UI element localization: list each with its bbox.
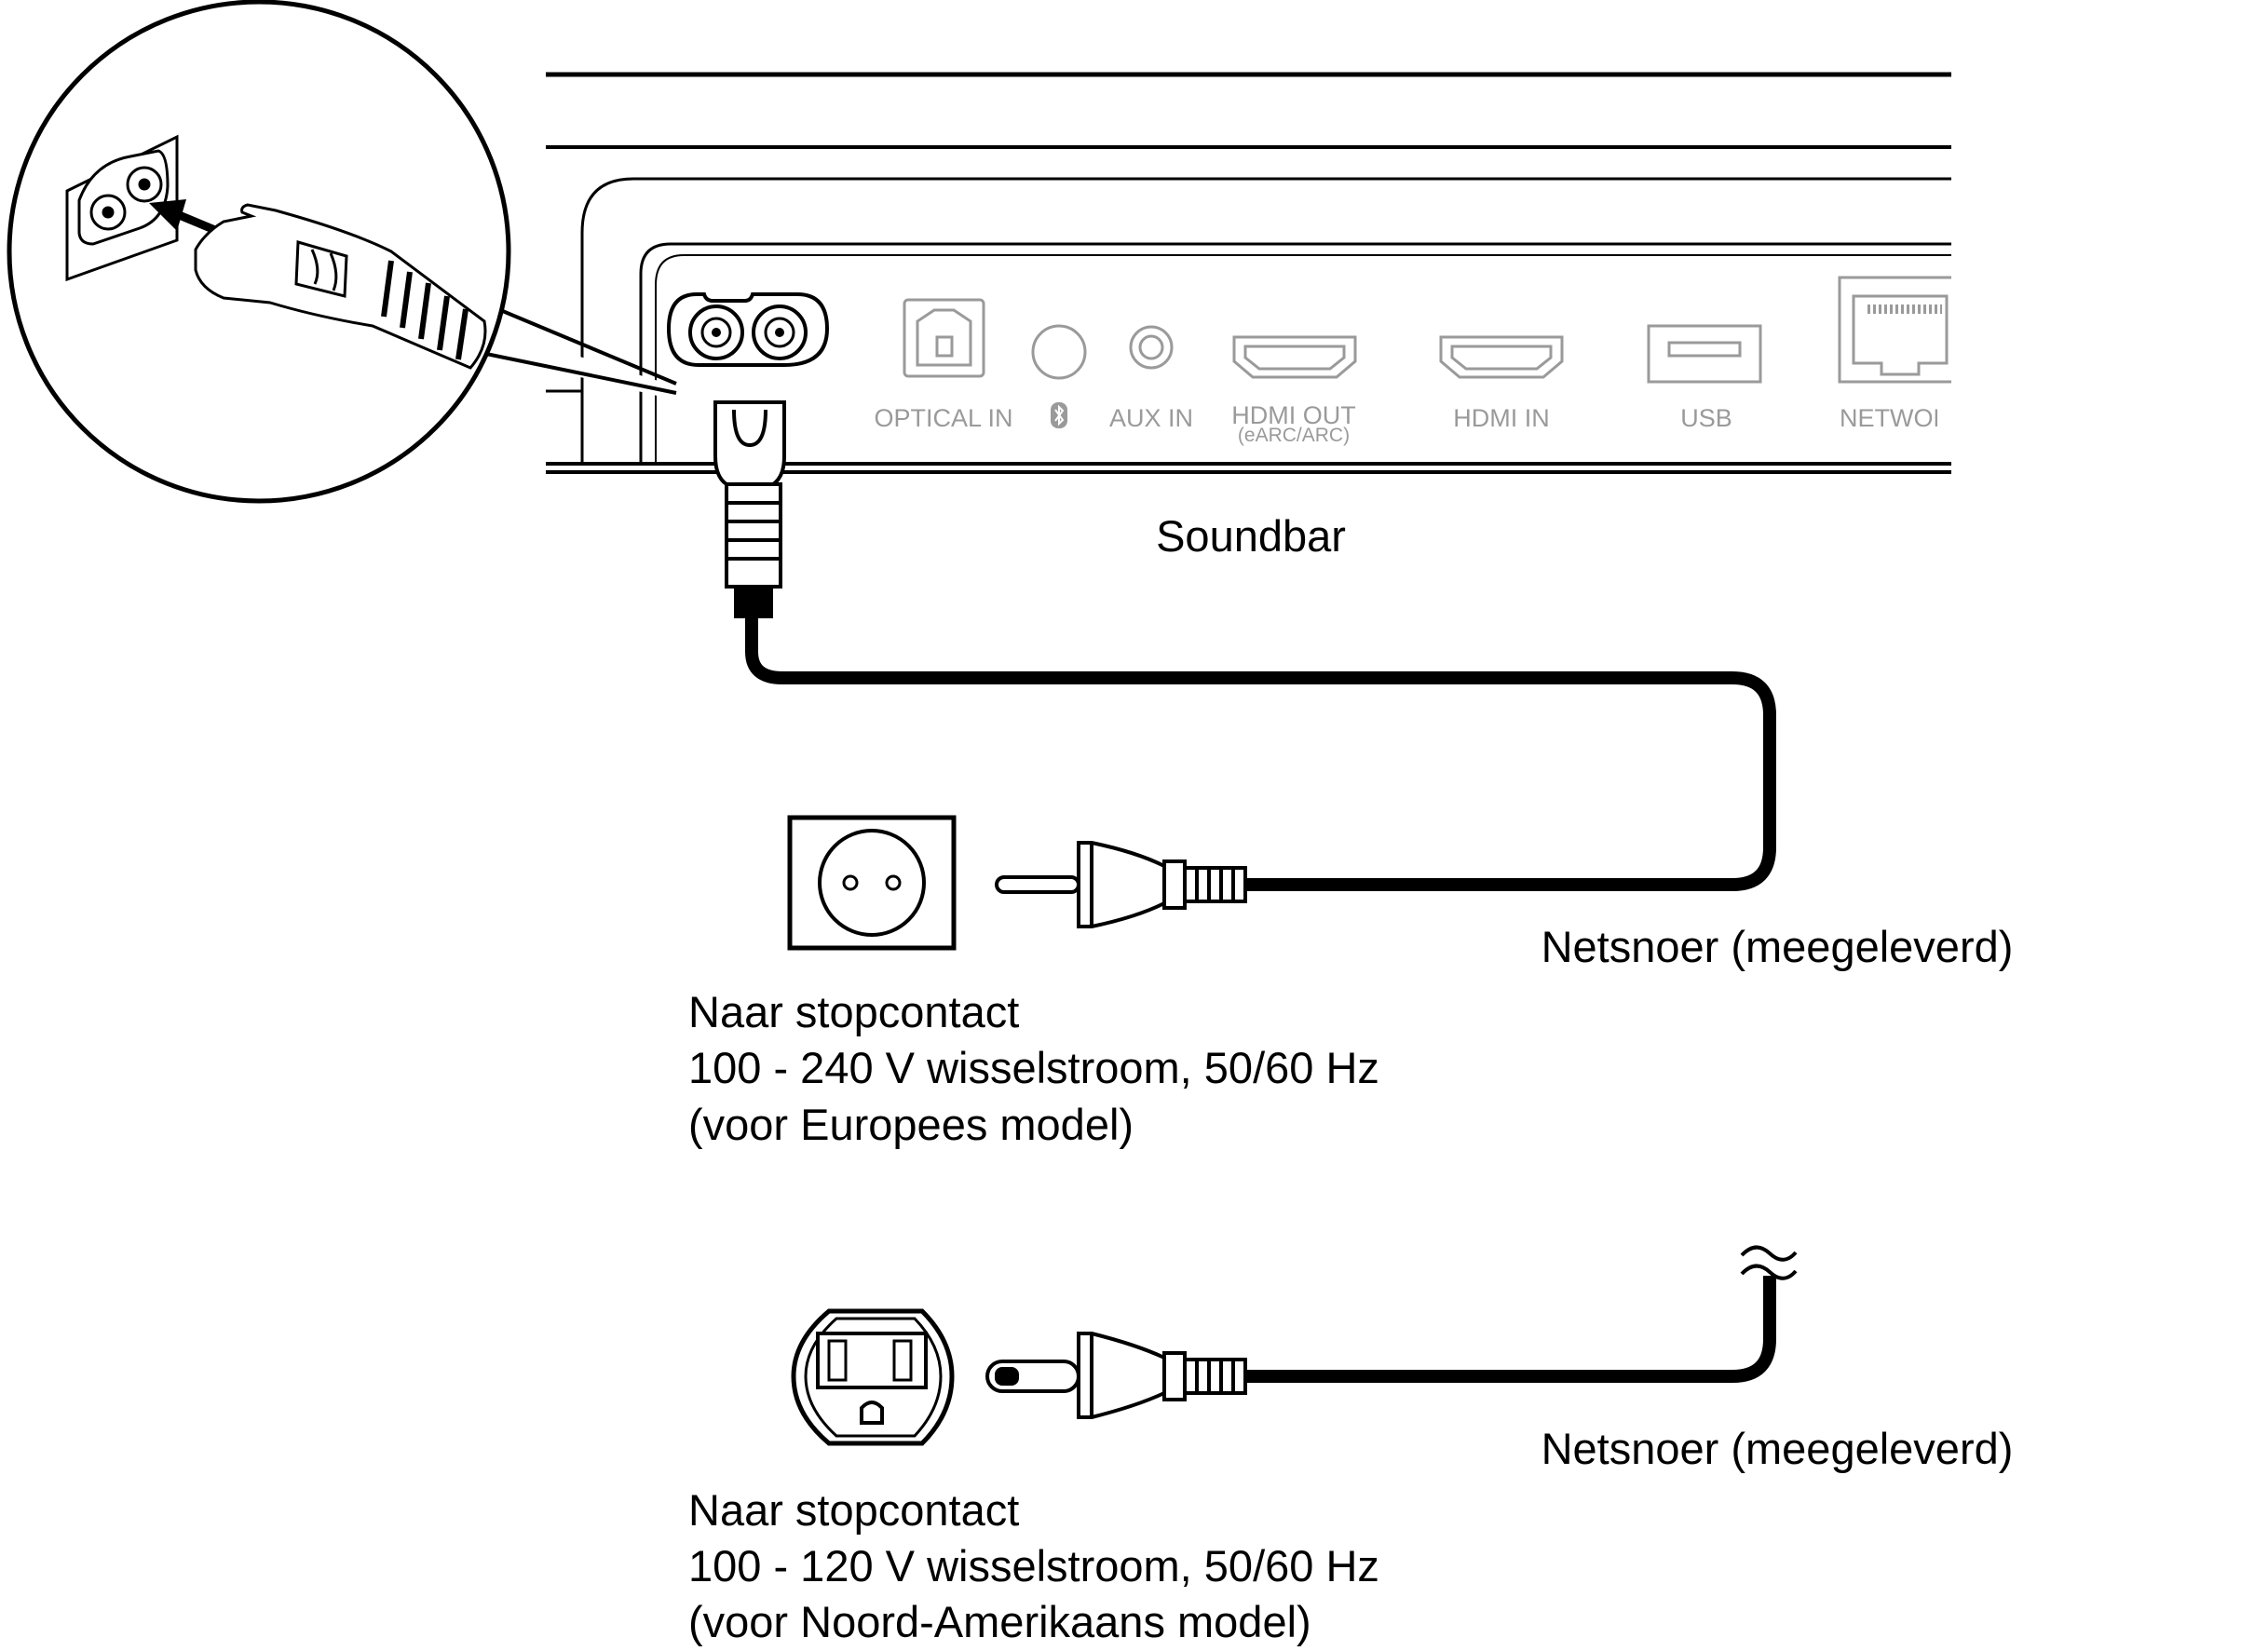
hdmi-out-port xyxy=(1232,335,1357,379)
eu-outlet-line2: 100 - 240 V wisselstroom, 50/60 Hz xyxy=(688,1043,1379,1092)
plug-closeup xyxy=(194,203,487,370)
network-label: NETWORK xyxy=(1840,404,1968,432)
aux-in-label: AUX IN xyxy=(1109,404,1193,432)
na-outlet-line1: Naar stopcontact xyxy=(688,1485,1019,1535)
inlet-closeup xyxy=(65,134,179,282)
eu-outlet xyxy=(787,815,957,951)
usb-label: USB xyxy=(1680,404,1732,432)
eu-cord-label: Netsnoer (meegeleverd) xyxy=(1541,922,2014,971)
na-outlet xyxy=(791,1308,955,1446)
aux-in-port xyxy=(1129,325,1174,370)
na-outlet-line3: (voor Noord-Amerikaans model) xyxy=(688,1597,1311,1646)
power-cord-main xyxy=(713,400,1776,891)
na-cord-label: Netsnoer (meegeleverd) xyxy=(1541,1424,2014,1473)
power-inlet-port xyxy=(666,292,830,367)
na-plug xyxy=(985,1332,1247,1419)
bluetooth-icon xyxy=(1051,402,1067,428)
optical-in-port xyxy=(903,298,985,378)
port-labels: OPTICAL IN AUX IN HDMI OUT (eARC/ARC) HD… xyxy=(874,401,1968,446)
eu-outlet-line3: (voor Europees model) xyxy=(688,1100,1134,1149)
optical-in-label: OPTICAL IN xyxy=(874,404,1012,432)
na-outlet-line2: 100 - 120 V wisselstroom, 50/60 Hz xyxy=(688,1541,1379,1590)
hdmi-in-label: HDMI IN xyxy=(1453,404,1550,432)
hdmi-in-port xyxy=(1439,335,1564,379)
eu-plug xyxy=(995,841,1247,928)
hdmi-out-label: HDMI OUT xyxy=(1231,401,1355,429)
soundbar-label: Soundbar xyxy=(1156,511,1346,561)
usb-port xyxy=(1647,324,1762,384)
eu-outlet-line1: Naar stopcontact xyxy=(688,987,1019,1036)
network-port xyxy=(1838,276,1951,384)
hdmi-out-sub-label: (eARC/ARC) xyxy=(1238,425,1350,446)
na-power-cord xyxy=(1229,1245,1798,1383)
bluetooth-port xyxy=(1031,324,1087,380)
detail-magnifier xyxy=(7,0,677,504)
iec-plug xyxy=(713,400,786,618)
